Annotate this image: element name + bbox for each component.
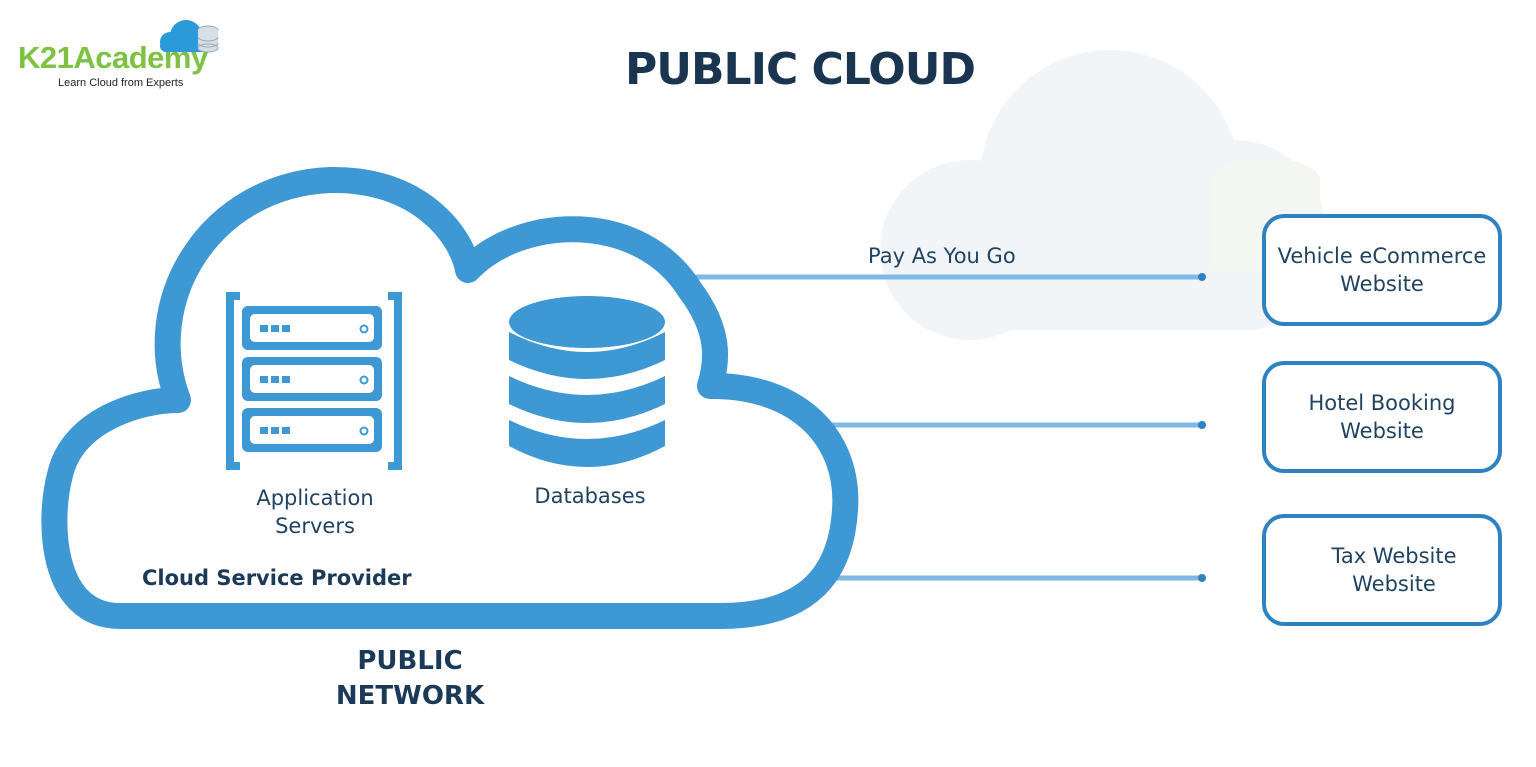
application-servers-line1: Application [256,486,374,510]
pay-as-you-go-label: Pay As You Go [868,244,1016,268]
databases-label: Databases [534,484,646,508]
logo-brand: K21Academy [18,40,208,75]
vehicle-ecommerce-website-box: Vehicle eCommerce Website [1262,214,1502,326]
public-network-line2: NETWORK [335,681,485,711]
public-network-label: PUBLIC NETWORK [300,644,520,714]
application-servers-line2: Servers [275,514,355,538]
website-box-line1: Vehicle eCommerce [1277,244,1487,268]
public-network-line1: PUBLIC [357,646,463,676]
application-servers-label: Application Servers [225,484,405,540]
k21academy-logo[interactable]: K21Academy Learn Cloud from Experts [14,10,234,100]
website-box-line2: Website [1340,419,1424,443]
connection-endpoint [1198,421,1206,429]
connection-endpoint [1198,574,1206,582]
server-rack-icon [226,292,402,470]
website-box-line2: Website [1352,572,1436,596]
tax-website-box: Tax Website Website [1262,514,1502,626]
cloud-service-provider-label: Cloud Service Provider [142,566,412,590]
hotel-booking-website-box: Hotel Booking Website [1262,361,1502,473]
connection-lines [690,273,1206,582]
database-icon [509,296,665,467]
website-box-line2: Website [1340,272,1424,296]
connection-endpoint [1198,273,1206,281]
website-box-line1: Tax Website [1331,544,1457,568]
logo-tagline: Learn Cloud from Experts [58,77,184,89]
website-box-line1: Hotel Booking [1308,391,1456,415]
cloud-outline [41,166,859,629]
page-title: PUBLIC CLOUD [625,44,976,95]
cloud-database-icon [160,20,219,53]
